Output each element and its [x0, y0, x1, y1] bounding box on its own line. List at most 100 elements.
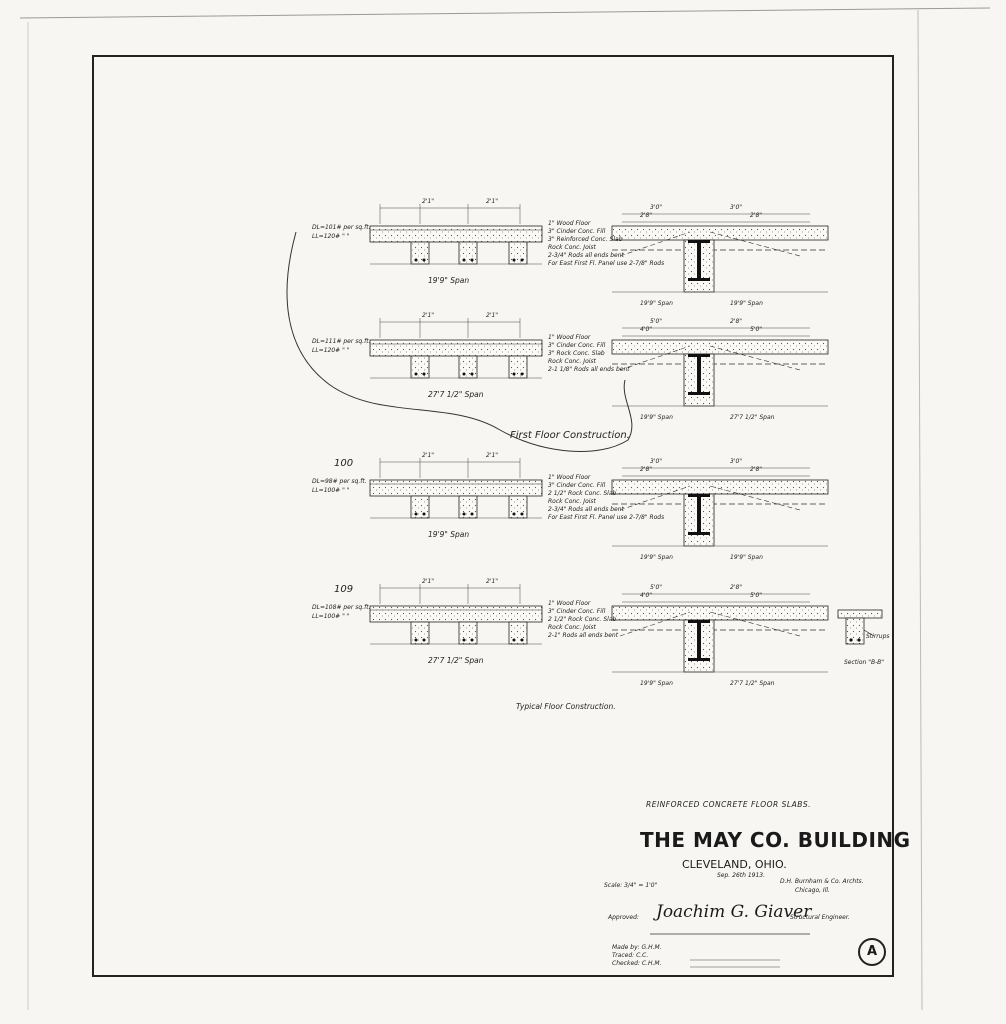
slab-note-2-3: 3" Rock Conc. Slab	[548, 350, 605, 357]
section-bb	[837, 609, 883, 645]
slab-note-2-5: 2-1 1/8" Rods all ends bent	[548, 366, 630, 373]
slab-note-1-4: Rock Conc. Joist	[548, 244, 596, 251]
joist-section-4	[369, 584, 543, 645]
joist-span-1: 19'9" Span	[428, 276, 470, 285]
slab-note-2-2: 3" Cinder Conc. Fill	[548, 342, 606, 349]
joist-dim-b-2: 2'1"	[486, 312, 499, 319]
beam-dim-2-2: 2'8"	[730, 318, 743, 325]
joist-dim-a-3: 2'1"	[422, 452, 435, 459]
beam-sections	[611, 213, 829, 673]
made-by: Made by: G.H.M.	[612, 944, 662, 951]
slab-note-4-3: 2 1/2" Rock Conc. Slab	[548, 616, 617, 623]
approved-label: Approved:	[608, 914, 639, 921]
joist-dim-a-1: 2'1"	[422, 198, 435, 205]
beam-dim-2-4: 5'0"	[750, 326, 763, 333]
beam-section-4	[611, 593, 829, 673]
slab-note-3-2: 3" Cinder Conc. Fill	[548, 482, 606, 489]
checked-by: Checked: C.H.M.	[612, 960, 662, 967]
beam-span-b-3: 19'9" Span	[730, 554, 763, 561]
slab-note-3-1: 1" Wood Floor	[548, 474, 591, 481]
beam-dim-3-2: 3'0"	[730, 458, 743, 465]
first-floor-bracket	[286, 231, 633, 452]
slab-note-1-3: 3" Reinforced Conc. Slab	[548, 236, 623, 243]
live-load-1: LL=120# " "	[312, 233, 350, 240]
beam-span-a-4: 19'9" Span	[640, 680, 673, 687]
engineer-signature: Joachim G. Giaver	[656, 902, 812, 922]
slab-note-4-4: Rock Conc. Joist	[548, 624, 596, 631]
beam-dim-4-1: 5'0"	[650, 584, 663, 591]
live-load-4: LL=100# " "	[312, 613, 350, 620]
slab-note-1-2: 3" Cinder Conc. Fill	[548, 228, 606, 235]
joist-section-2	[369, 318, 543, 379]
dead-load-1: DL=101# per sq.ft.	[312, 224, 371, 231]
section-bb-label: Section "B-B"	[844, 659, 885, 666]
drawing-title: REINFORCED CONCRETE FLOOR SLABS.	[646, 800, 812, 809]
joist-section-3	[369, 458, 543, 519]
beam-dim-3-3: 2'8"	[640, 466, 653, 473]
joist-dim-b-3: 2'1"	[486, 452, 499, 459]
scale-note: Scale: 3/4" = 1'0"	[604, 882, 658, 889]
beam-dim-3-4: 2'8"	[750, 466, 763, 473]
city-name: CLEVELAND, OHIO.	[682, 858, 787, 871]
handwritten-load-3: 100	[334, 458, 354, 469]
handwritten-load-4: 109	[334, 584, 354, 595]
beam-dim-4-2: 2'8"	[730, 584, 743, 591]
typical-floor-label: Typical Floor Construction.	[516, 702, 616, 711]
beam-section-1	[611, 213, 829, 293]
live-load-2: LL=120# " "	[312, 347, 350, 354]
beam-span-a-3: 19'9" Span	[640, 554, 673, 561]
joist-span-4: 27'7 1/2" Span	[428, 656, 484, 665]
slab-note-4-5: 2-1" Rods all ends bent	[548, 632, 619, 639]
dead-load-2: DL=111# per sq.ft.	[312, 338, 371, 345]
slab-note-2-1: 1" Wood Floor	[548, 334, 591, 341]
joist-dim-a-4: 2'1"	[422, 578, 435, 585]
beam-dim-1-4: 2'8"	[750, 212, 763, 219]
slab-note-3-3: 2 1/2" Rock Conc. Slab	[548, 490, 617, 497]
beam-dim-1-2: 3'0"	[730, 204, 743, 211]
architect-name: D.H. Burnham & Co. Archts.	[780, 878, 864, 885]
stirrups-label: Stirrups	[866, 633, 890, 640]
slab-note-1-5: 2-3/4" Rods all ends bent	[548, 252, 624, 259]
beam-dim-1-1: 3'0"	[650, 204, 663, 211]
joist-sections	[369, 204, 543, 645]
slab-note-3-5: 2-3/4" Rods all ends bent	[548, 506, 624, 513]
beam-section-3	[611, 467, 829, 547]
joist-dim-b-1: 2'1"	[486, 198, 499, 205]
beam-span-b-2: 27'7 1/2" Span	[730, 414, 775, 421]
sheet-border	[92, 55, 894, 977]
first-floor-label: First Floor Construction.	[510, 430, 630, 441]
joist-dim-a-2: 2'1"	[422, 312, 435, 319]
joist-span-2: 27'7 1/2" Span	[428, 390, 484, 399]
slab-note-4-1: 1" Wood Floor	[548, 600, 591, 607]
beam-dim-2-3: 4'0"	[640, 326, 653, 333]
slab-note-3-4: Rock Conc. Joist	[548, 498, 596, 505]
slab-note-3-6: For East First Fl. Panel use 2-7/8" Rods	[548, 514, 665, 521]
joist-dim-b-4: 2'1"	[486, 578, 499, 585]
beam-span-b-4: 27'7 1/2" Span	[730, 680, 775, 687]
engineer-title: Structural Engineer.	[790, 914, 850, 921]
beam-dim-4-4: 5'0"	[750, 592, 763, 599]
beam-dim-2-1: 5'0"	[650, 318, 663, 325]
drawing-date: Sep. 26th 1913.	[717, 872, 765, 879]
slab-note-1-1: 1" Wood Floor	[548, 220, 591, 227]
beam-dim-4-3: 4'0"	[640, 592, 653, 599]
traced-by: Traced: C.C.	[612, 952, 649, 959]
beam-section-2	[611, 327, 829, 407]
beam-span-a-1: 19'9" Span	[640, 300, 673, 307]
beam-dim-1-3: 2'8"	[640, 212, 653, 219]
joist-span-3: 19'9" Span	[428, 530, 470, 539]
joist-section-1	[369, 204, 543, 265]
beam-dim-3-1: 3'0"	[650, 458, 663, 465]
building-name: THE MAY CO. BUILDING	[640, 828, 911, 852]
architect-city: Chicago, Ill.	[795, 887, 830, 894]
beam-span-a-2: 19'9" Span	[640, 414, 673, 421]
dead-load-3: DL=98# per sq.ft.	[312, 478, 367, 485]
slab-note-2-4: Rock Conc. Joist	[548, 358, 596, 365]
beam-span-b-1: 19'9" Span	[730, 300, 763, 307]
slab-note-4-2: 3" Cinder Conc. Fill	[548, 608, 606, 615]
live-load-3: LL=100# " "	[312, 487, 350, 494]
dead-load-4: DL=108# per sq.ft.	[312, 604, 371, 611]
slab-note-1-6: For East First Fl. Panel use 2-7/8" Rods	[548, 260, 665, 267]
